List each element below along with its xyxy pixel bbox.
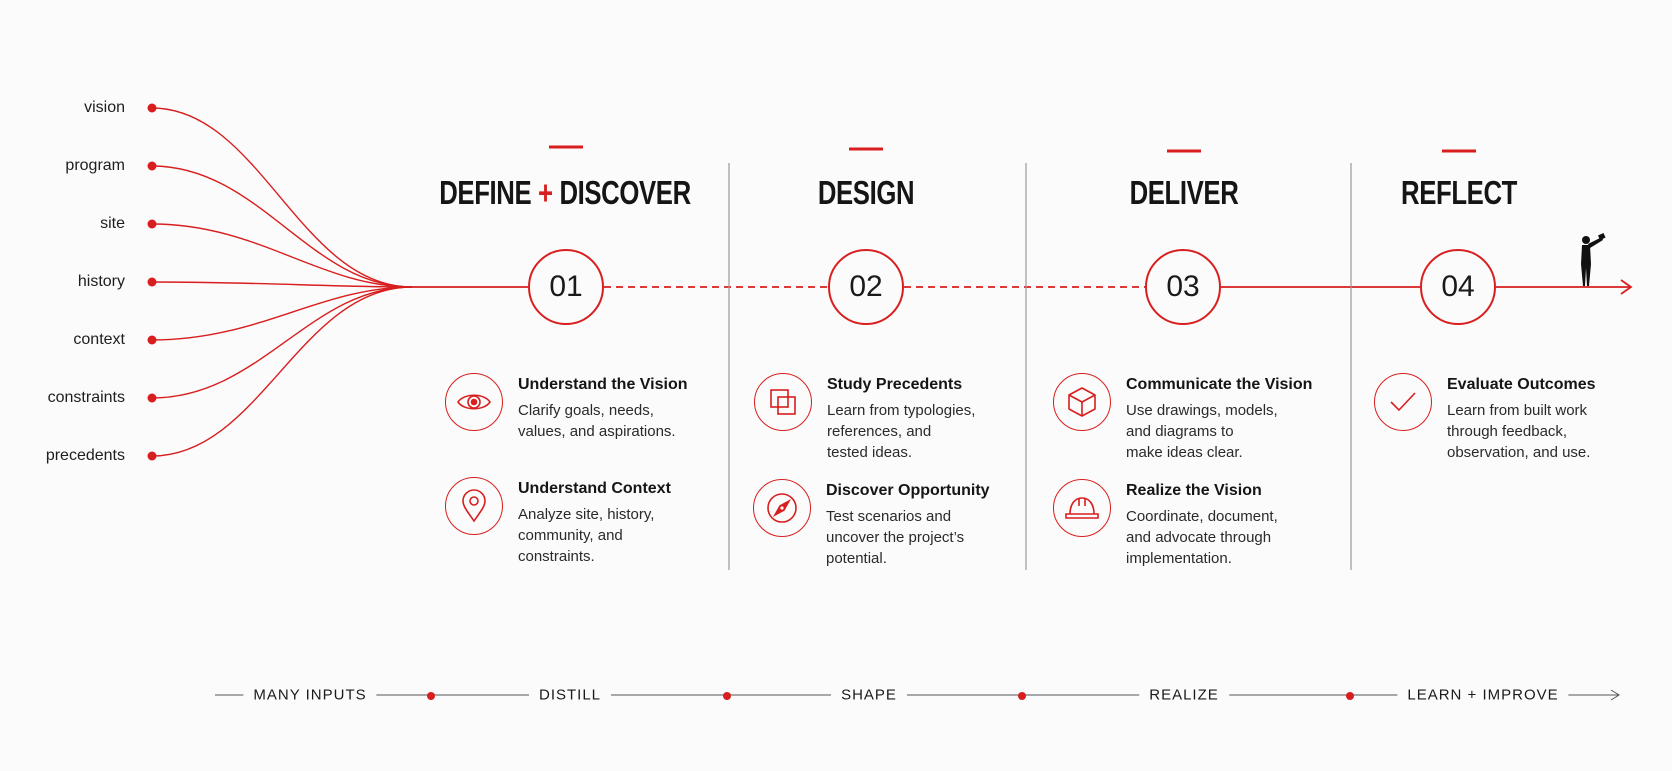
bottom-flow-realize: REALIZE [1139, 686, 1229, 704]
item-description: Coordinate, document, and advocate throu… [1126, 508, 1278, 567]
input-curve-context [151, 286, 413, 341]
bottom-flow-shape: SHAPE [831, 686, 907, 704]
bottom-flow-dot [1346, 692, 1354, 700]
bottom-flow-dot [723, 692, 731, 700]
item-description: Use drawings, models, and diagrams to ma… [1126, 402, 1278, 461]
input-label-site: site [100, 215, 125, 232]
stage-number-01: 01 [528, 249, 604, 325]
eye-icon [445, 373, 503, 431]
item-title: Study Precedents [827, 376, 963, 393]
bottom-flow-arrow-icon [1610, 689, 1620, 701]
input-curve-constraints [151, 286, 413, 399]
stage-number-04: 04 [1420, 249, 1496, 325]
stage-title-part: DISCOVER [559, 174, 691, 211]
checkmark-icon [1374, 373, 1432, 431]
bottom-flow-dot [427, 692, 435, 700]
bottom-flow-many-inputs: MANY INPUTS [243, 686, 377, 704]
item-description: Learn from built work through feedback, … [1447, 402, 1591, 461]
input-dot [147, 335, 157, 345]
input-dot [147, 161, 157, 171]
overlapping-squares-icon [754, 373, 812, 431]
input-label-context: context [73, 331, 125, 348]
item-title: Realize the Vision [1126, 482, 1262, 499]
hard-hat-icon [1053, 479, 1111, 537]
plus-sign: + [538, 174, 553, 211]
input-curve-history [151, 281, 413, 288]
bottom-flow-learn-improve: LEARN + IMPROVE [1397, 686, 1569, 704]
item-title: Discover Opportunity [826, 482, 990, 499]
compass-icon [753, 479, 811, 537]
item-title: Understand Context [518, 480, 671, 497]
input-label-precedents: precedents [45, 447, 125, 464]
timeline-arrow-icon [1620, 279, 1633, 295]
input-label-vision: vision [84, 99, 125, 116]
stage-title-part: DEFINE [439, 174, 532, 211]
input-label-constraints: constraints [47, 389, 125, 406]
map-pin-icon [445, 477, 503, 535]
item-description: Test scenarios and uncover the project’s… [826, 508, 965, 567]
item-title: Evaluate Outcomes [1447, 376, 1596, 393]
input-dot [147, 451, 157, 461]
stage-number-02: 02 [828, 249, 904, 325]
input-curve-site [151, 223, 413, 288]
input-dot [147, 219, 157, 229]
bottom-flow-distill: DISTILL [528, 686, 612, 704]
item-description: Analyze site, history, community, and co… [518, 506, 655, 565]
input-dot [147, 277, 157, 287]
input-curve-program [151, 165, 413, 288]
input-curve-precedents [151, 286, 413, 457]
cube-icon [1053, 373, 1111, 431]
input-dot [147, 103, 157, 113]
input-dot [147, 393, 157, 403]
input-curve-vision [151, 107, 413, 288]
input-label-history: history [77, 273, 125, 290]
input-label-program: program [65, 157, 125, 174]
item-description: Clarify goals, needs, values, and aspira… [518, 402, 676, 440]
item-title: Understand the Vision [518, 376, 688, 393]
stage-title-design: DESIGN [817, 174, 915, 211]
stage-title-reflect: REFLECT [1401, 174, 1517, 211]
item-title: Communicate the Vision [1126, 376, 1313, 393]
person-with-telescope-icon [1581, 233, 1606, 286]
stage-title-define-discover: DEFINE + DISCOVER [404, 174, 727, 212]
stage-title-deliver: DELIVER [1129, 174, 1239, 211]
bottom-flow-dot [1018, 692, 1026, 700]
stage-number-03: 03 [1145, 249, 1221, 325]
item-description: Learn from typologies, references, and t… [827, 402, 976, 461]
